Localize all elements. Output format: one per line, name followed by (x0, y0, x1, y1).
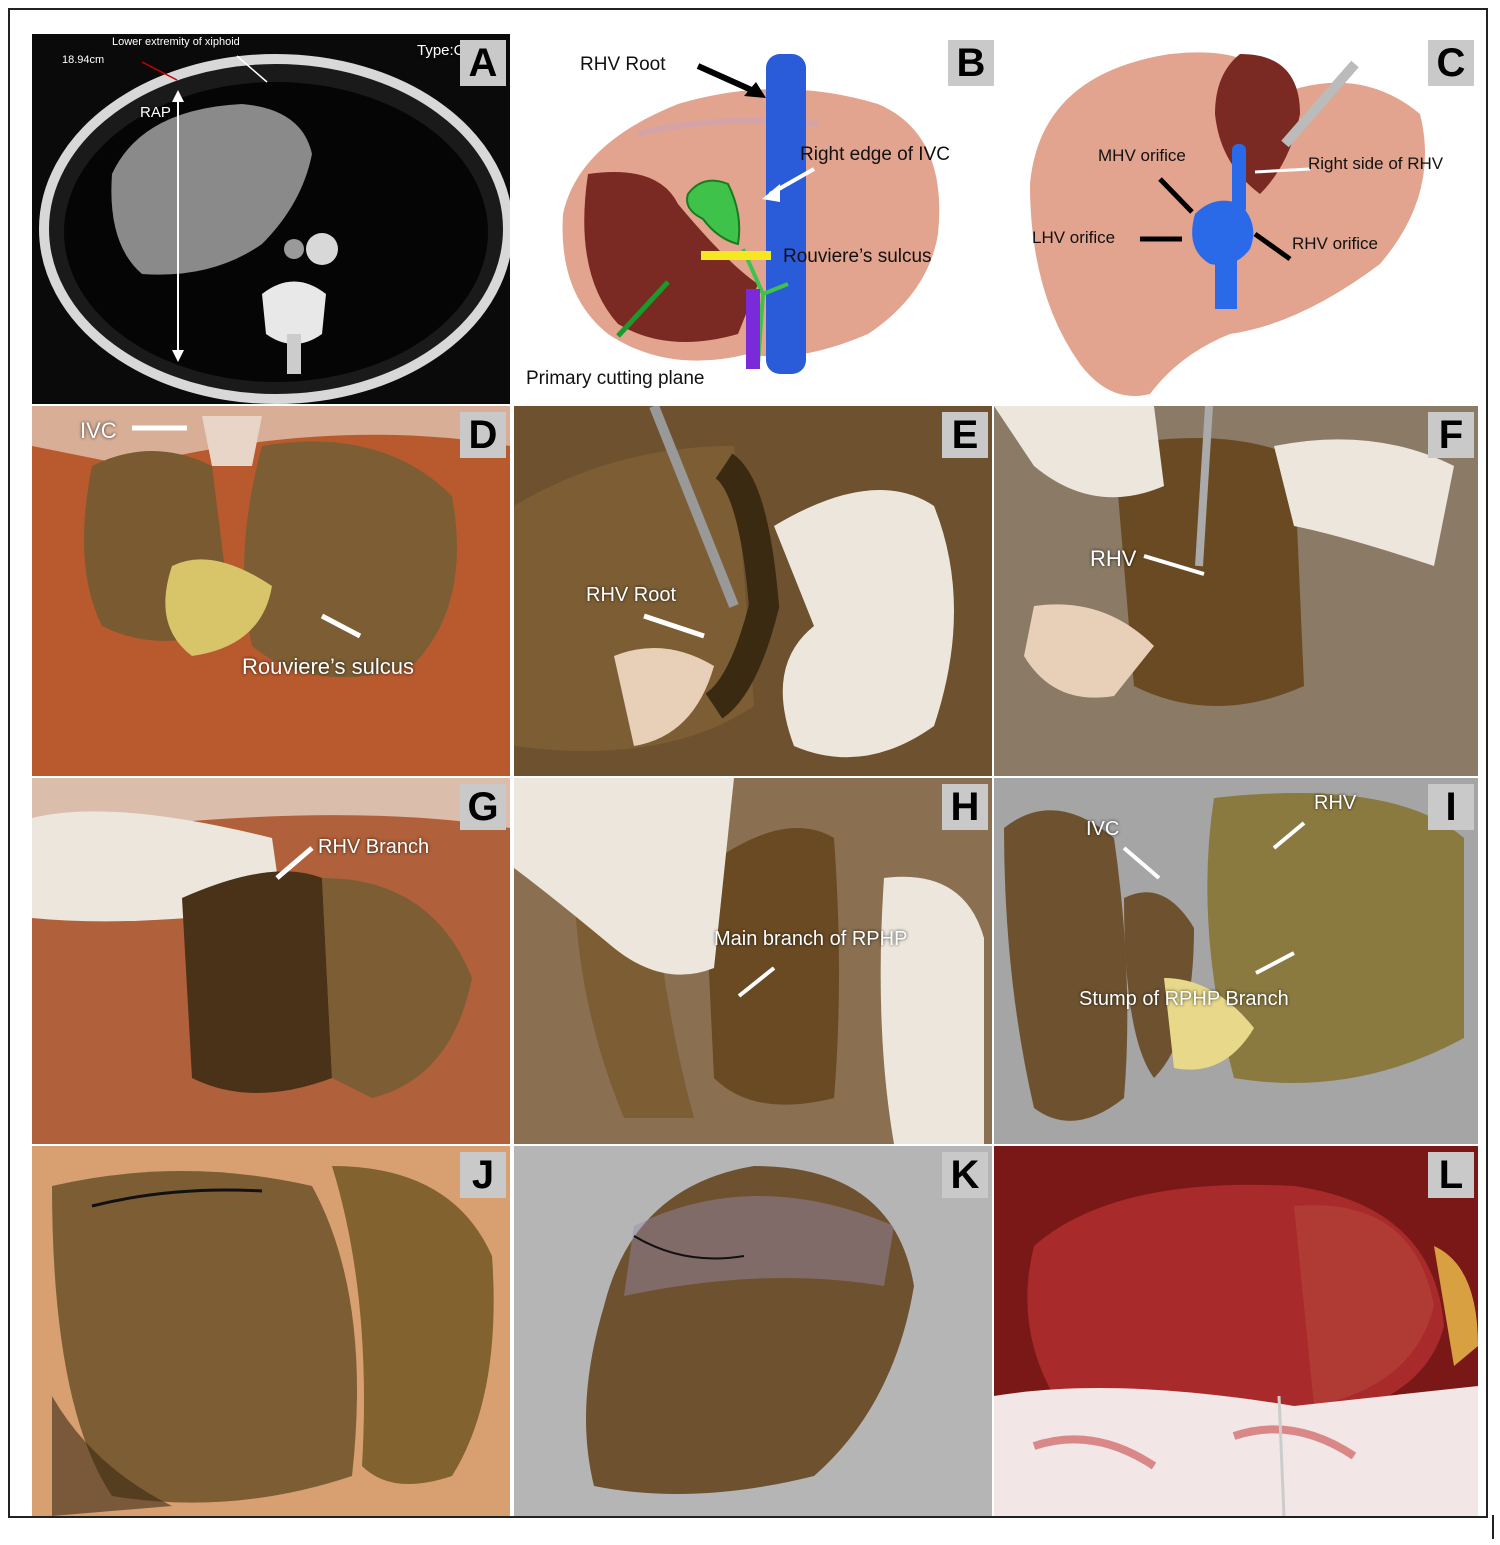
panel-letter-f: F (1428, 412, 1474, 458)
panel-a-ct-scan: 18.94cm Lower extremity of xiphoid Type:… (32, 34, 510, 404)
fixed-liver-photo (514, 1146, 992, 1516)
rhv-label: RHV (1314, 792, 1357, 814)
rhv-root-label: RHV Root (580, 54, 666, 75)
panel-letter-a: A (460, 40, 506, 86)
panel-l-photo: L (994, 1146, 1478, 1516)
xiphoid-label: Lower extremity of xiphoid (112, 36, 240, 48)
panel-b-illustration: RHV Root Right edge of IVC Rouviere’s su… (518, 34, 998, 404)
panel-letter-h: H (942, 784, 988, 830)
cutting-plane-label: Primary cutting plane (526, 368, 705, 389)
fixed-liver-photo (514, 778, 992, 1144)
ct-image (39, 54, 510, 404)
panel-letter-k: K (942, 1152, 988, 1198)
hepatic-vein-model (1030, 52, 1425, 396)
panel-letter-e: E (942, 412, 988, 458)
fixed-liver-photo (32, 406, 510, 776)
panel-h-photo: Main branch of RPHP H (514, 778, 992, 1144)
panel-j-photo: J (32, 1146, 510, 1516)
panel-e-photo: RHV Root E (514, 406, 992, 776)
sulcus-label: Rouviere’s sulcus (783, 246, 932, 267)
liver-3d-model (562, 54, 940, 374)
panel-g-photo: RHV Branch G (32, 778, 510, 1144)
panel-letter-b: B (948, 40, 994, 86)
panel-d-photo: IVC Rouviere’s sulcus D (32, 406, 510, 776)
fixed-liver-photo (514, 406, 992, 776)
fixed-liver-photo (994, 778, 1478, 1144)
rphp-label: Main branch of RPHP (714, 928, 908, 950)
ivc-edge-label: Right edge of IVC (800, 144, 950, 165)
panel-letter-g: G (460, 784, 506, 830)
distance-label: 18.94cm (62, 54, 105, 66)
lhv-orifice-label: LHV orifice (1032, 228, 1116, 247)
mhv-orifice-label: MHV orifice (1098, 146, 1186, 165)
figure-frame (8, 8, 1488, 1518)
rap-label: RAP (140, 104, 171, 121)
stump-label: Stump of RPHP Branch (1079, 988, 1289, 1010)
rhv-orifice-label: RHV orifice (1292, 234, 1378, 253)
panel-letter-i: I (1428, 784, 1474, 830)
panel-i-photo: IVC RHV Stump of RPHP Branch I (994, 778, 1478, 1144)
rhv-side-label: Right side of RHV (1308, 154, 1444, 173)
fixed-liver-photo (32, 778, 510, 1144)
panel-k-photo: K (514, 1146, 992, 1516)
rhv-label: RHV (1090, 546, 1137, 571)
fixed-liver-photo (32, 1146, 510, 1516)
panel-f-photo: RHV F (994, 406, 1478, 776)
panel-letter-c: C (1428, 40, 1474, 86)
panel-c-illustration: MHV orifice Right side of RHV LHV orific… (1000, 34, 1478, 404)
rhv-root-label: RHV Root (586, 584, 677, 606)
panel-letter-l: L (1428, 1152, 1474, 1198)
intraoperative-photo (994, 1146, 1478, 1516)
sulcus-label: Rouviere’s sulcus (242, 654, 415, 679)
panel-letter-j: J (460, 1152, 506, 1198)
fixed-liver-photo (994, 406, 1478, 776)
rhv-branch-label: RHV Branch (318, 836, 430, 858)
ivc-label: IVC (80, 418, 117, 443)
corner-tick (1492, 1515, 1494, 1539)
panel-letter-d: D (460, 412, 506, 458)
ivc-label: IVC (1086, 818, 1120, 840)
